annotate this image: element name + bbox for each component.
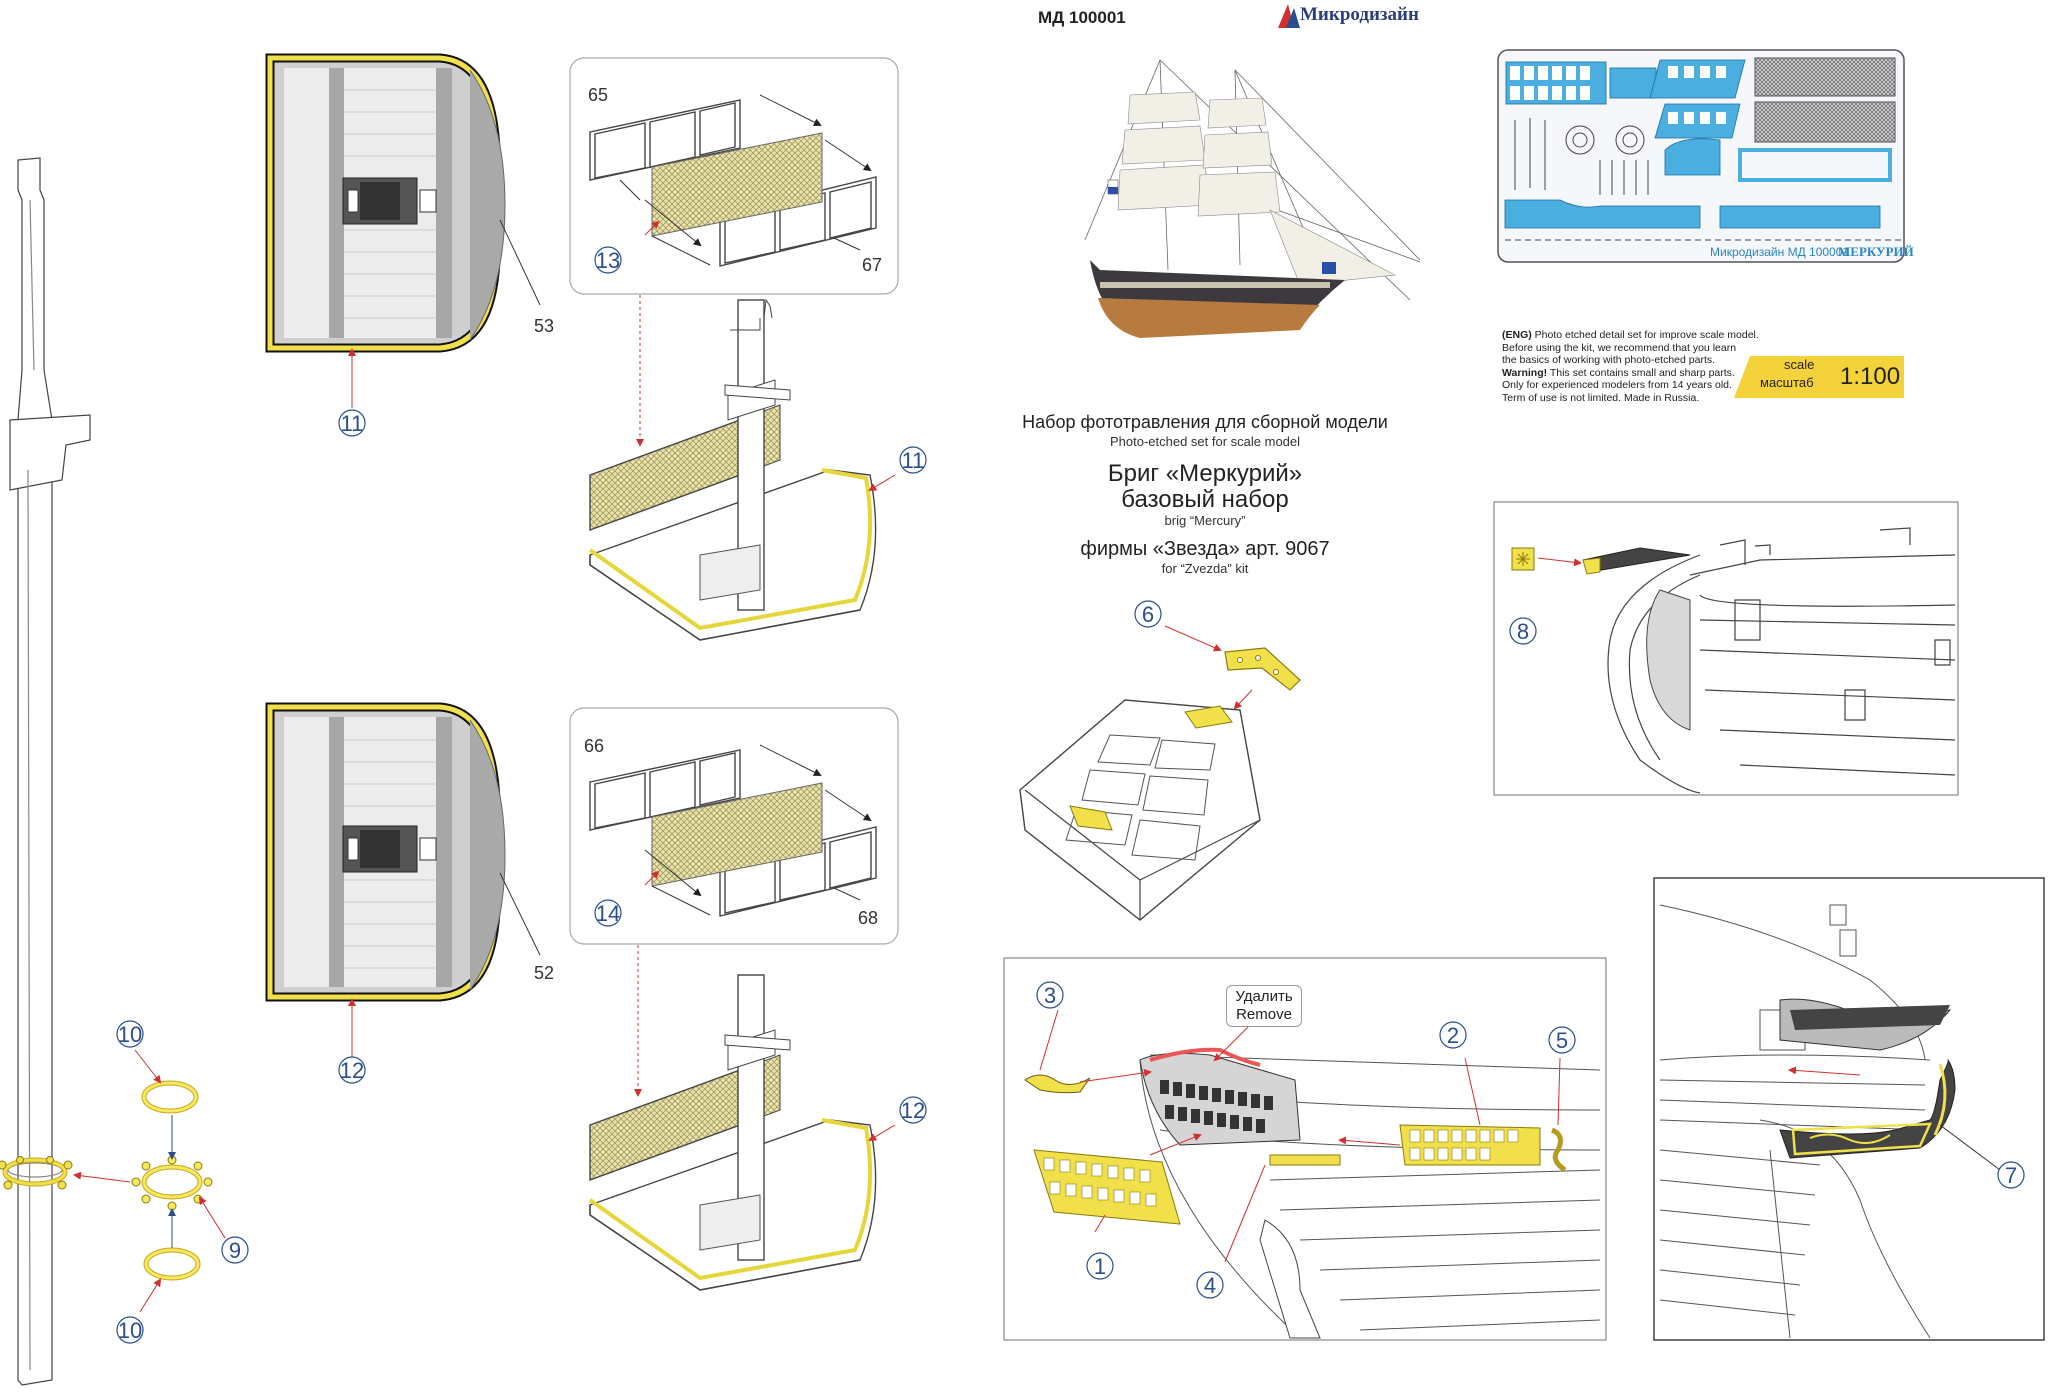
scale-value: 1:100 — [1840, 363, 1901, 390]
scale-box: scale масштаб 1:100 — [1734, 356, 1904, 398]
railing-panel-box-lower — [569, 707, 899, 945]
callout-3: 3 — [1044, 983, 1056, 1008]
deck-plan-lower — [265, 702, 506, 1002]
brand-name: Микродизайн — [1300, 4, 1419, 25]
callout-8: 8 — [1517, 619, 1529, 644]
part-ring-top — [141, 1080, 199, 1114]
callout-6: 6 — [1142, 602, 1154, 627]
part-66-label: 66 — [584, 736, 604, 756]
railing-down-arrows — [634, 295, 644, 1097]
deck-plan-upper — [265, 53, 506, 353]
callout-11-upper: 11 — [341, 411, 364, 436]
bow-detail-box — [1493, 501, 1959, 796]
fret-code-text: Микродизайн МД 100001 — [1710, 245, 1849, 259]
callout-14: 14 — [596, 901, 620, 926]
notes-line-5: Only for experienced modelers from 14 ye… — [1502, 379, 1732, 391]
callout-10-bottom: 10 — [118, 1318, 142, 1343]
railing-panel-box-upper — [569, 57, 899, 295]
title-line-1: Набор фототравления для сборной модели — [1022, 412, 1388, 432]
remove-note-ru: Удалить — [1235, 988, 1293, 1005]
scale-label-en: scale — [1784, 357, 1815, 372]
bow-closeup-box — [1653, 877, 2045, 1341]
callout-7: 7 — [2005, 1163, 2017, 1188]
title-line-7: for “Zvezda” kit — [1161, 561, 1249, 576]
deck-assembly-arrows — [868, 474, 896, 1142]
part-52-label: 52 — [534, 963, 554, 983]
product-code: МД 100001 — [1038, 8, 1126, 27]
part-67-label: 67 — [862, 255, 882, 275]
notes-eng-tag: (ENG) — [1502, 329, 1532, 341]
callout-10-top: 10 — [118, 1022, 142, 1047]
ship-photo — [1084, 59, 1421, 338]
title-line-2: Photo-etched set for scale model — [1109, 434, 1301, 449]
callout-12-lower: 12 — [340, 1058, 364, 1083]
notes-line-1: Photo etched detail set for improve scal… — [1531, 329, 1759, 341]
part-68-label: 68 — [858, 908, 878, 928]
callout-2: 2 — [1447, 1023, 1459, 1048]
mast-drawing — [7, 157, 91, 1386]
photo-etched-fret: Микродизайн МД 100001 МЕРКУРИЙ — [1497, 49, 1914, 263]
callout-13: 13 — [596, 248, 620, 273]
notes-line-4: This set contains small and sharp parts. — [1547, 366, 1735, 379]
title-block: Набор фототравления для сборной модели P… — [990, 412, 1420, 576]
deck-leader-lines — [348, 219, 541, 1058]
notes-warning-tag: Warning! — [1502, 366, 1548, 379]
part-numbers: 53 52 65 66 67 68 — [534, 85, 882, 983]
part-ring-bottom — [143, 1247, 201, 1281]
notes-line-6: Term of use is not limited. Made in Russ… — [1502, 391, 1700, 404]
title-line-4: базовый набор — [1121, 486, 1289, 513]
callout-9: 9 — [229, 1238, 241, 1263]
usage-notes: (ENG) Photo etched detail set for improv… — [1502, 329, 1802, 404]
part-ring-star — [131, 1155, 213, 1211]
callout-1: 1 — [1094, 1254, 1106, 1279]
scale-badge — [1734, 356, 1904, 398]
part-53-label: 53 — [534, 316, 554, 336]
remove-note: Удалить Remove — [1226, 985, 1302, 1027]
title-line-5: brig “Mercury” — [1164, 513, 1246, 528]
notes-line-2: Before using the kit, we recommend that … — [1502, 341, 1737, 354]
scale-label-ru: масштаб — [1760, 375, 1814, 390]
ring-arrows — [73, 1049, 226, 1313]
stern-detail-box — [1003, 957, 1607, 1341]
callout-11-assembly: 11 — [902, 448, 925, 473]
callout-5: 5 — [1556, 1028, 1568, 1053]
remove-note-en: Remove — [1236, 1006, 1292, 1023]
callout-4: 4 — [1204, 1273, 1216, 1298]
brand-logo-icon — [1278, 4, 1300, 28]
callout-12-assembly: 12 — [901, 1098, 925, 1123]
title-line-3: Бриг «Меркурий» — [1107, 460, 1303, 487]
deck-assembly-lower — [588, 974, 877, 1291]
callout-numbers: 11 12 13 14 11 12 10 10 9 6 8 3 2 5 1 4 … — [118, 248, 2017, 1343]
part-65-label: 65 — [588, 85, 608, 105]
callouts — [116, 246, 2025, 1344]
deck-assembly-upper — [588, 298, 877, 641]
notes-line-3: the basics of working with photo-etched … — [1502, 354, 1716, 366]
mast-ring-installed — [0, 1156, 73, 1190]
fret-name-text: МЕРКУРИЙ — [1838, 244, 1914, 259]
title-line-6: фирмы «Звезда» арт. 9067 — [1080, 538, 1330, 560]
hatch-assembly — [1019, 625, 1301, 921]
